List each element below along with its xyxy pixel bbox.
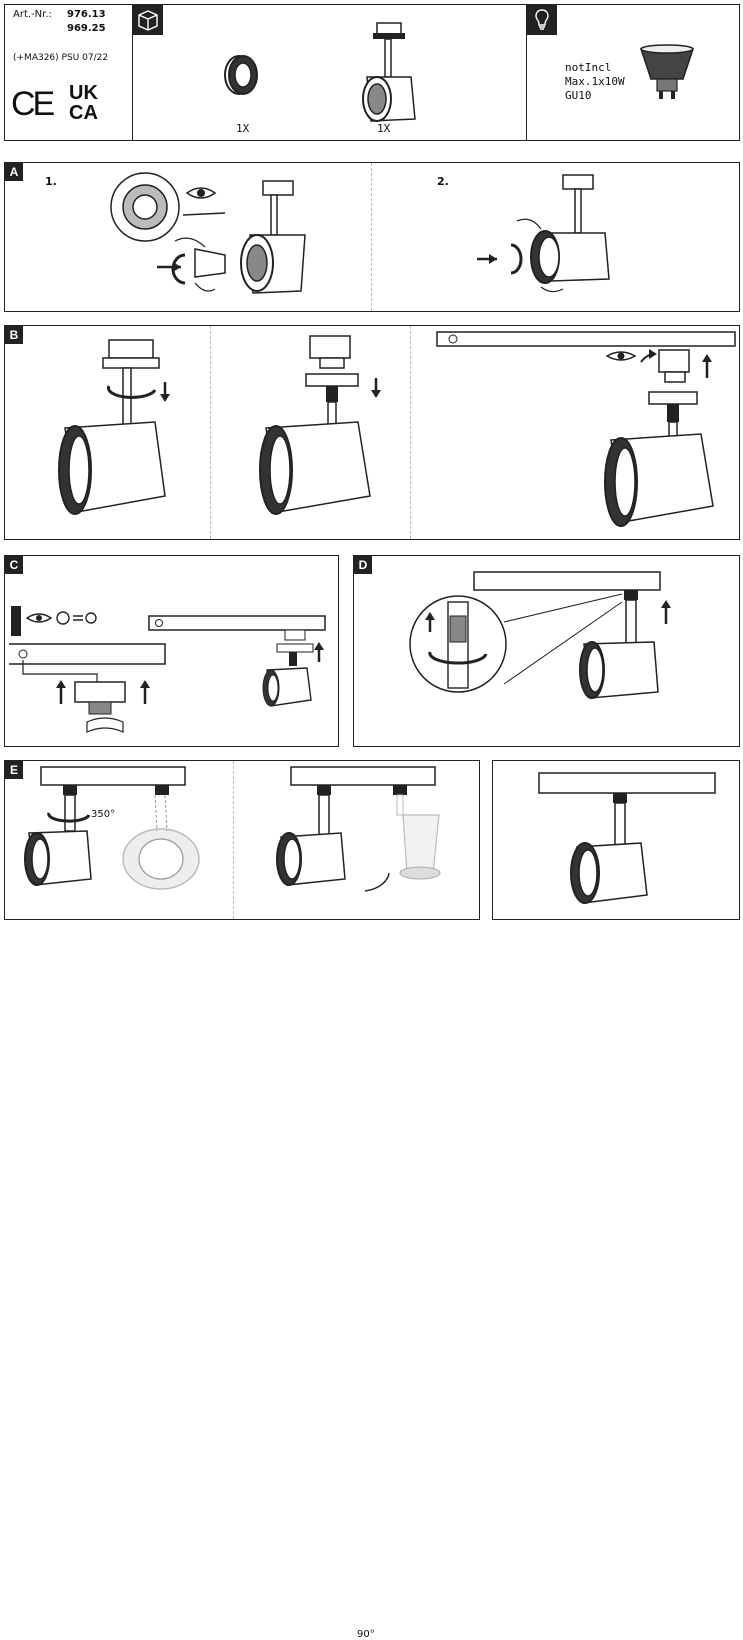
step-e2-drawing (276, 766, 441, 892)
step-a2-label: 2. (437, 175, 449, 188)
step-a2-drawing (477, 174, 610, 293)
step-b1-drawing (58, 339, 170, 515)
section-a-panel: A 1. 2. (4, 162, 740, 312)
step-c-drawing (9, 606, 326, 733)
bulb-max-watt: Max.1x10W (565, 75, 625, 88)
section-e-panel: E 350° 90° (4, 760, 480, 1640)
step-d-drawing (409, 571, 671, 699)
step-e1-drawing (24, 766, 200, 890)
section-d-panel: D (353, 555, 740, 747)
header-panel: Art.-Nr.: 976.13 969.25 (+MA326) PSU 07/… (4, 4, 740, 141)
rotate-angle-label: 350° (91, 809, 116, 820)
section-c-label: C (5, 556, 23, 574)
step-a1-label: 1. (45, 175, 57, 188)
spotlight-part-drawing (362, 22, 416, 122)
section-c-panel: C (4, 555, 339, 747)
section-a-label: A (5, 163, 23, 181)
step-b2-drawing (259, 335, 381, 515)
bulb-type: GU10 (565, 89, 592, 102)
ce-mark: CE (11, 85, 55, 123)
bulb-not-included: notIncl (565, 61, 612, 74)
art-nr-1: 976.13 (67, 9, 106, 20)
lightbulb-icon (527, 5, 557, 35)
psu-note: (+MA326) PSU 07/22 (13, 53, 109, 63)
final-result-panel (492, 760, 740, 920)
tilt-angle-label: 90° (357, 1629, 375, 1640)
package-icon (133, 5, 163, 35)
qty-ring: 1X (236, 122, 250, 135)
divider-left (132, 5, 133, 140)
step-a1-drawing (110, 172, 306, 294)
art-nr-2: 969.25 (67, 23, 106, 34)
ukca-bottom: CA (69, 102, 98, 124)
qty-spot: 1X (377, 122, 391, 135)
ukca-top: UK (69, 82, 98, 104)
gu10-bulb-drawing (639, 44, 695, 99)
final-result-drawing (538, 772, 716, 904)
ring-part-drawing (224, 55, 258, 95)
section-b-panel: B (4, 325, 740, 540)
section-d-label: D (354, 556, 372, 574)
art-nr-label: Art.-Nr.: (13, 9, 52, 20)
divider-right (526, 5, 527, 140)
section-b-label: B (5, 326, 23, 344)
section-e-label: E (5, 761, 23, 779)
step-b3-drawing (436, 331, 736, 527)
